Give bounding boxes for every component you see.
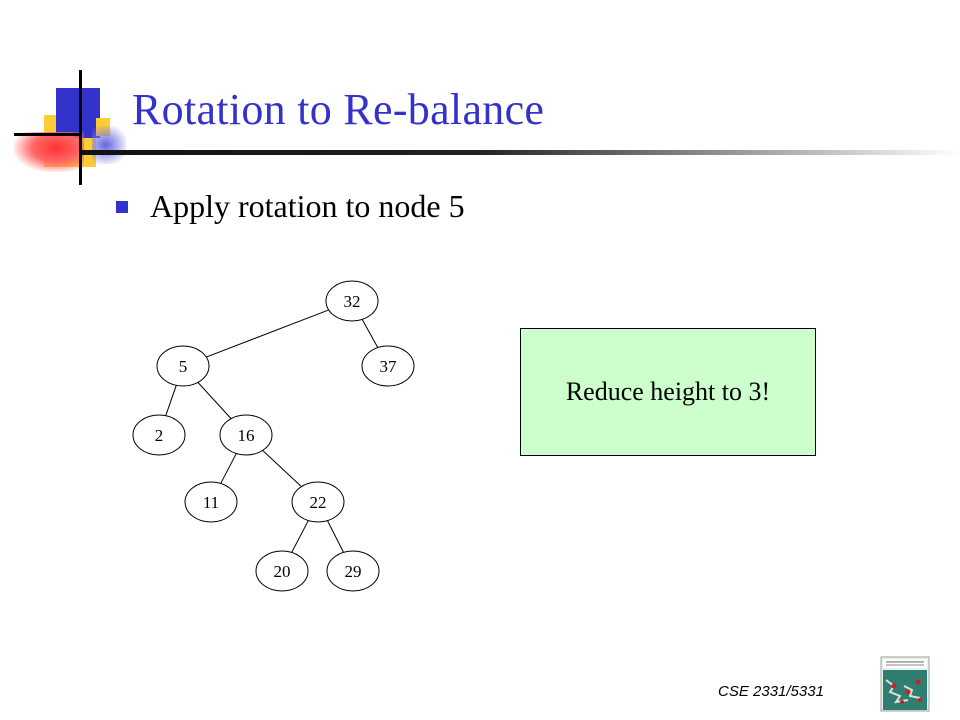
tree-node-5: 5 xyxy=(156,345,210,387)
tree-edge-5-2 xyxy=(165,385,177,416)
title-rule xyxy=(82,150,960,155)
tree-node-11: 11 xyxy=(184,481,238,523)
slide-title: Rotation to Re-balance xyxy=(132,85,545,134)
footer-course-code: CSE 2331/5331 xyxy=(718,683,824,700)
tree-node-circle xyxy=(184,481,238,523)
tree-node-29: 29 xyxy=(326,550,380,592)
tree-edge-22-20 xyxy=(291,520,309,553)
tree-node-circle xyxy=(361,345,415,387)
decoration-red-glow xyxy=(14,132,84,172)
decoration-horizontal-line xyxy=(14,133,82,136)
tree-node-label: 11 xyxy=(203,493,219,512)
tree-node-label: 5 xyxy=(179,357,188,376)
decoration-blue-glow xyxy=(92,126,126,164)
callout-text: Reduce height to 3! xyxy=(565,377,771,406)
tree-node-label: 20 xyxy=(274,562,291,581)
tree-edge-32-5 xyxy=(206,309,329,358)
tree-node-22: 22 xyxy=(291,481,345,523)
tree-node-32: 32 xyxy=(325,280,379,322)
bullet-marker xyxy=(116,201,128,213)
tree-node-label: 37 xyxy=(380,357,398,376)
tree-node-label: 2 xyxy=(155,426,164,445)
algorithms-book-logo xyxy=(880,656,930,712)
tree-edge-16-22 xyxy=(262,450,302,487)
tree-edge-16-11 xyxy=(220,453,237,484)
tree-node-circle xyxy=(291,481,345,523)
title-decoration xyxy=(0,0,140,190)
callout-box: Reduce height to 3! xyxy=(520,328,816,456)
tree-node-2: 2 xyxy=(132,414,186,456)
tree-node-circle xyxy=(156,345,210,387)
tree-node-20: 20 xyxy=(255,550,309,592)
tree-edge-22-29 xyxy=(327,520,344,553)
tree-edge-5-16 xyxy=(197,382,232,419)
tree-node-circle xyxy=(132,414,186,456)
tree-node-circle xyxy=(326,550,380,592)
bullet-text: Apply rotation to node 5 xyxy=(150,188,465,224)
tree-node-37: 37 xyxy=(361,345,415,387)
tree-node-16: 16 xyxy=(219,414,273,456)
tree-node-circle xyxy=(255,550,309,592)
tree-node-label: 16 xyxy=(238,426,255,445)
tree-edge-32-37 xyxy=(361,319,379,348)
tree-edges xyxy=(165,309,379,553)
tree-node-label: 32 xyxy=(344,292,361,311)
tree-nodes: 32 5 37 2 16 11 22 20 29 xyxy=(132,280,415,592)
tree-node-circle xyxy=(219,414,273,456)
tree-node-label: 22 xyxy=(310,493,327,512)
tree-node-label: 29 xyxy=(345,562,362,581)
tree-node-circle xyxy=(325,280,379,322)
decoration-vertical-line xyxy=(79,70,82,185)
